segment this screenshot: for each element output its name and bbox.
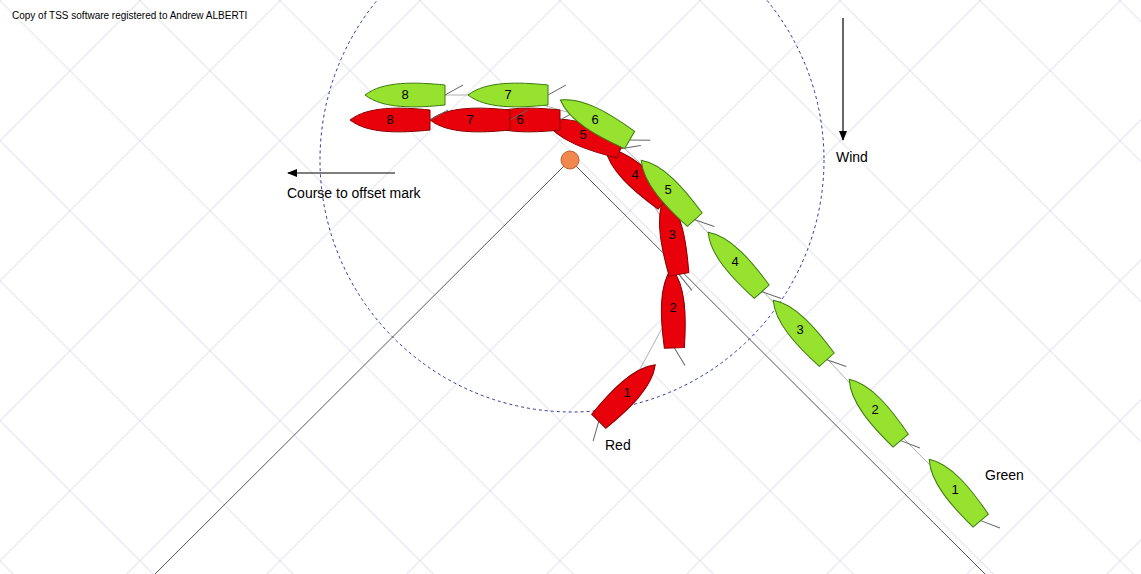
red-boat: 7 xyxy=(430,105,510,135)
green-boat: 3 xyxy=(760,315,840,345)
course-arrow xyxy=(288,172,395,173)
course-label: Course to offset mark xyxy=(287,185,421,201)
red-boat: 3 xyxy=(632,220,712,250)
zone-circle xyxy=(320,0,824,412)
green-boat: 5 xyxy=(628,175,708,205)
boat-position-number: 8 xyxy=(365,80,445,110)
red-boat: 2 xyxy=(633,293,713,323)
boat-position-number: 1 xyxy=(587,378,667,408)
green-label: Green xyxy=(985,467,1024,483)
boat-position-number: 4 xyxy=(595,160,675,190)
boat-position-number: 7 xyxy=(468,80,548,110)
track-line xyxy=(400,95,955,490)
green-boat: 7 xyxy=(468,80,548,110)
boat-position-number: 5 xyxy=(628,175,708,205)
layline xyxy=(570,160,985,574)
red-boat: 4 xyxy=(595,160,675,190)
red-boat: 5 xyxy=(543,120,623,150)
red-boat: 8 xyxy=(350,105,430,135)
green-boat: 2 xyxy=(835,395,915,425)
boat-position-number: 6 xyxy=(555,105,635,135)
boat-position-number: 2 xyxy=(835,395,915,425)
boat-position-number: 6 xyxy=(480,105,560,135)
green-boat: 4 xyxy=(695,247,775,277)
wind-label: Wind xyxy=(836,149,868,165)
mark xyxy=(561,151,579,169)
green-boat: 8 xyxy=(365,80,445,110)
boat-position-number: 3 xyxy=(760,315,840,345)
boat-position-number: 5 xyxy=(543,120,623,150)
red-boat: 1 xyxy=(587,378,667,408)
layline xyxy=(155,160,570,574)
watermark: Copy of TSS software registered to Andre… xyxy=(12,10,247,21)
boat-position-number: 3 xyxy=(632,220,712,250)
red-label: Red xyxy=(605,437,631,453)
green-boat: 1 xyxy=(915,475,995,505)
boat-position-number: 2 xyxy=(633,293,713,323)
wind-arrow xyxy=(842,18,843,140)
track-line xyxy=(390,120,673,393)
boat-position-number: 7 xyxy=(430,105,510,135)
boat-position-number: 8 xyxy=(350,105,430,135)
red-boat: 6 xyxy=(480,105,560,135)
green-boat: 6 xyxy=(555,105,635,135)
boat-position-number: 4 xyxy=(695,247,775,277)
boat-position-number: 1 xyxy=(915,475,995,505)
